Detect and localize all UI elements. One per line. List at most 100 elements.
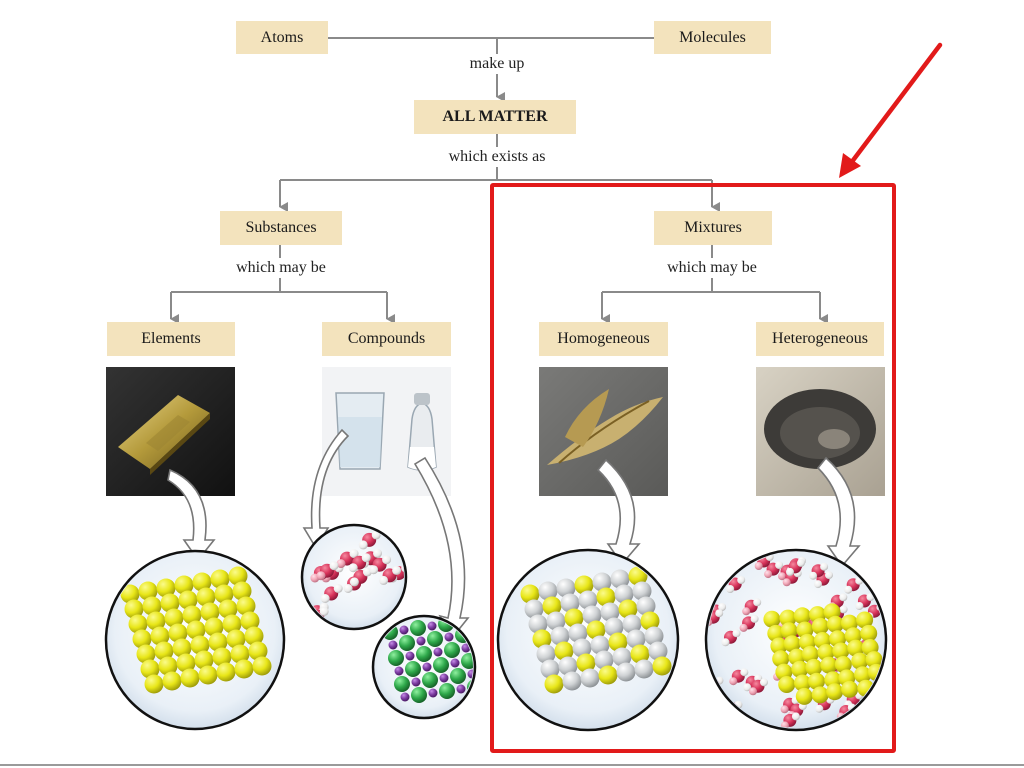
atom-sphere: [361, 553, 371, 563]
atom-sphere: [316, 571, 326, 581]
atom-sphere: [240, 611, 260, 631]
atom-sphere: [146, 611, 166, 631]
atom-sphere: [214, 584, 234, 604]
atom-sphere: [144, 674, 164, 694]
atom-sphere: [405, 651, 415, 661]
atom-sphere: [580, 668, 600, 688]
atom-sphere: [444, 632, 454, 642]
atom-sphere: [196, 587, 216, 607]
atom-sphere: [786, 567, 794, 576]
atom-sphere: [854, 666, 872, 684]
atom-sphere: [809, 571, 818, 580]
atom-sphere: [232, 581, 252, 601]
atom-sphere: [156, 578, 176, 598]
atom-sphere: [528, 614, 548, 634]
atom-sphere: [158, 656, 178, 676]
atom-sphere: [124, 599, 144, 619]
atom-sphere: [467, 669, 473, 679]
atom-sphere: [636, 596, 656, 616]
atom-sphere: [343, 584, 353, 593]
atom-sphere: [770, 637, 788, 655]
atom-sphere: [594, 650, 614, 670]
atom-sphere: [319, 606, 329, 616]
atom-sphere: [780, 622, 798, 640]
node-homogeneous: Homogeneous: [539, 322, 668, 356]
atom-sphere: [439, 683, 455, 699]
atom-sphere: [753, 598, 762, 607]
atom-sphere: [608, 632, 628, 652]
atom-sphere: [456, 684, 466, 694]
atom-sphere: [749, 687, 757, 696]
atom-sphere: [614, 584, 634, 604]
atom-sphere: [433, 657, 449, 673]
atom-sphere: [564, 608, 584, 628]
node-atoms: Atoms: [236, 21, 328, 54]
atom-sphere: [592, 572, 612, 592]
atom-sphere: [590, 635, 610, 655]
atom-sphere: [763, 610, 781, 628]
atom-sphere: [544, 674, 564, 694]
atom-sphere: [388, 650, 404, 666]
atom-sphere: [178, 590, 198, 610]
atom-sphere: [572, 638, 592, 658]
atom-sphere: [628, 566, 648, 586]
atom-sphere: [652, 656, 672, 676]
atom-sphere: [815, 704, 824, 713]
atom-sphere: [618, 599, 638, 619]
atom-sphere: [230, 644, 250, 664]
atom-sphere: [226, 629, 246, 649]
atom-sphere: [865, 651, 883, 669]
atom-sphere: [416, 646, 432, 662]
atom-sphere: [562, 671, 582, 691]
atom-sphere: [782, 578, 791, 587]
atom-sphere: [820, 562, 829, 571]
atom-sphere: [801, 645, 819, 663]
atom-sphere: [349, 549, 359, 559]
atom-sphere: [140, 659, 160, 679]
atom-sphere: [805, 658, 823, 676]
gold-pan-photo: [756, 367, 885, 496]
atom-sphere: [444, 642, 460, 658]
atom-sphere: [348, 563, 358, 573]
atom-sphere: [839, 605, 848, 614]
atom-sphere: [252, 656, 272, 676]
atom-sphere: [427, 631, 443, 647]
atom-sphere: [162, 671, 182, 691]
atom-sphere: [839, 593, 848, 602]
atom-sphere: [461, 653, 473, 669]
atom-sphere: [212, 647, 232, 667]
atom-sphere: [808, 672, 825, 690]
atom-sphere: [772, 650, 790, 668]
atom-sphere: [826, 683, 844, 701]
atom-sphere: [439, 673, 449, 683]
atom-sphere: [427, 621, 437, 631]
atom-sphere: [718, 603, 727, 611]
atom-sphere: [844, 585, 853, 594]
atom-sphere: [379, 575, 389, 585]
atom-sphere: [550, 626, 570, 646]
atom-sphere: [600, 602, 620, 622]
atom-sphere: [411, 677, 421, 687]
atom-sphere: [644, 626, 664, 646]
atom-sphere: [160, 593, 180, 613]
atom-sphere: [560, 593, 580, 613]
atom-sphere: [382, 555, 392, 565]
atom-sphere: [450, 658, 460, 668]
atom-sphere: [192, 572, 212, 592]
atom-sphere: [750, 614, 759, 623]
atom-sphere: [176, 653, 196, 673]
atom-sphere: [715, 609, 724, 618]
atom-sphere: [622, 614, 642, 634]
node-elements: Elements: [107, 322, 235, 356]
atom-sphere: [820, 656, 838, 674]
link-make-up: make up: [465, 54, 529, 74]
atom-sphere: [405, 661, 421, 677]
atom-sphere: [208, 632, 228, 652]
node-mixtures: Mixtures: [654, 211, 772, 245]
atom-sphere: [536, 644, 556, 664]
node-molecules: Molecules: [654, 21, 771, 54]
atom-sphere: [180, 668, 200, 688]
atom-sphere: [814, 580, 822, 589]
